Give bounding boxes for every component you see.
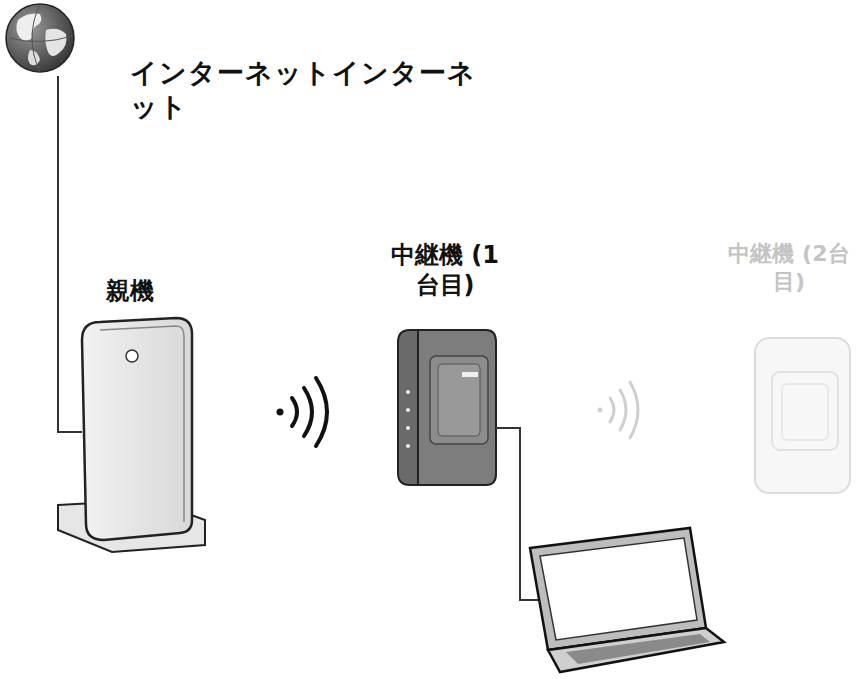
repeater-label: 中継機 (1台目) — [380, 240, 510, 300]
laptop — [530, 528, 724, 672]
internet-label: インターネットインターネット — [130, 56, 500, 124]
device-node: 親機 — [80, 268, 195, 553]
network-cable — [58, 76, 82, 432]
base-router — [58, 318, 205, 552]
globe-icon — [6, 4, 74, 72]
device-node: インターネットインターネット — [4, 4, 504, 104]
device-node: 中継機 (2台目) — [724, 240, 854, 498]
base-router-label: 親機 — [80, 276, 180, 306]
repeater-device-faint — [755, 338, 850, 493]
repeater-device — [398, 330, 496, 485]
wireless-waves — [277, 378, 328, 446]
repeater-label-faint: 中継機 (2台目) — [724, 240, 854, 295]
wireless-waves-faint — [598, 382, 639, 438]
device-node: 中継機 (1台目) — [380, 240, 510, 490]
